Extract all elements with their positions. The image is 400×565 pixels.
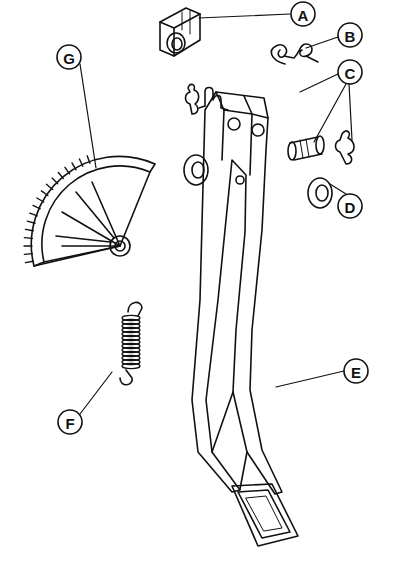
pivot-pin [288,136,324,160]
pedal-spring [120,302,142,384]
retaining-clips [186,84,355,164]
callout-letter: E [351,365,361,380]
callout-letter: G [63,51,75,66]
callout-letter: A [298,8,309,23]
return-springs [199,44,318,110]
callout-letter: D [345,200,356,215]
leader-lines [80,14,352,414]
callout-circles [57,2,368,434]
callout-letter: B [345,29,356,44]
callout-letter: C [345,66,356,81]
callout-letter: F [65,416,74,431]
washers [184,155,332,208]
bushing [160,8,200,56]
ratchet-sector [24,156,155,266]
pedal-arm [192,92,298,546]
